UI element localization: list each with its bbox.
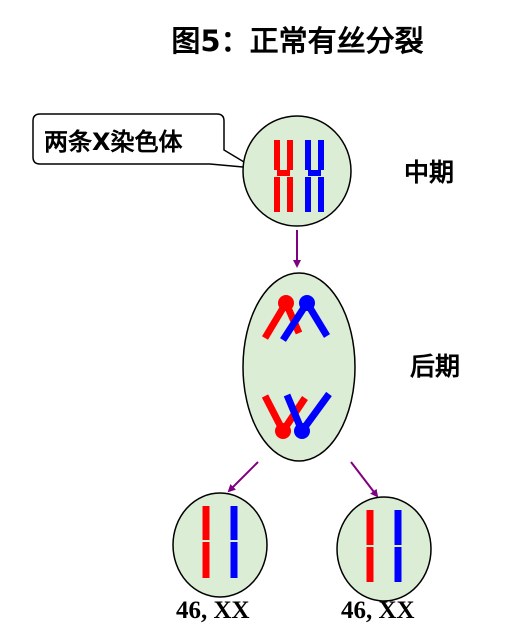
callout-text: 两条X染色体 — [44, 128, 183, 156]
daughter-caption-right: 46, XX — [341, 597, 415, 624]
daughter-caption-left: 46, XX — [176, 597, 250, 624]
anaphase-upper-chromatids — [261, 295, 330, 342]
metaphase-cell — [242, 115, 352, 227]
daughter-cell-left — [172, 492, 268, 598]
anaphase-label: 后期 — [410, 352, 461, 381]
arrow-right — [350, 461, 379, 498]
callout-bubble — [32, 113, 255, 169]
metaphase-label: 中期 — [404, 158, 455, 187]
daughter-cell-right — [336, 496, 432, 602]
diagram-title: 图5：正常有丝分裂 — [171, 24, 424, 58]
anaphase-cell — [242, 272, 356, 462]
metaphase-blue-chromosome — [305, 140, 324, 212]
anaphase-lower-chromatids — [261, 391, 332, 439]
arrow-left — [227, 461, 259, 493]
metaphase-red-chromosome — [274, 140, 293, 212]
